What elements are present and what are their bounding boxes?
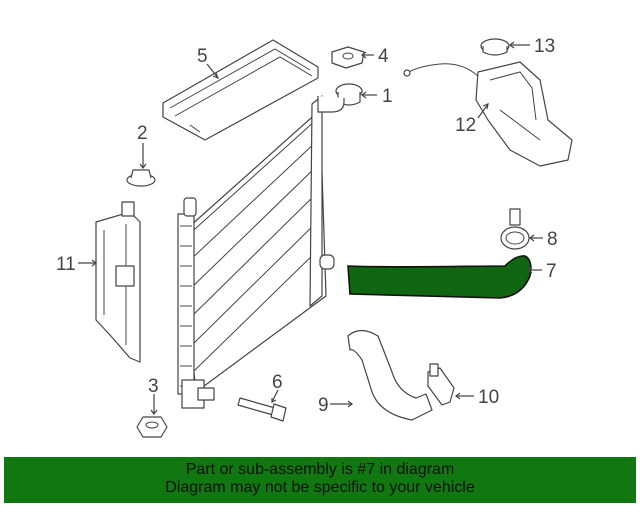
part-11-side-shroud[interactable] — [95, 201, 141, 363]
callout-labels: 1 2 3 4 5 6 7 8 9 10 11 12 13 — [56, 36, 558, 416]
parts-diagram: 1 2 3 4 5 6 7 8 9 10 11 12 13 — [56, 36, 573, 438]
part-8-clamp[interactable] — [500, 208, 530, 250]
callout-2: 2 — [137, 123, 148, 144]
callout-6: 6 — [272, 372, 283, 393]
part-2-isolator[interactable] — [126, 169, 156, 187]
part-10-connector[interactable] — [427, 363, 455, 406]
part-7-hose-highlighted[interactable] — [347, 255, 532, 299]
callout-9: 9 — [318, 395, 329, 416]
part-12-reservoir[interactable] — [403, 61, 573, 167]
banner-line-1: Part or sub-assembly is #7 in diagram — [185, 461, 455, 478]
callout-7: 7 — [546, 261, 557, 282]
part-4-mount[interactable] — [331, 46, 365, 69]
callout-10: 10 — [478, 387, 499, 408]
callout-5: 5 — [197, 46, 208, 67]
banner-line-2: Diagram may not be specific to your vehi… — [165, 479, 475, 496]
notice-banner: Part or sub-assembly is #7 in diagram Di… — [4, 457, 636, 503]
callout-1: 1 — [382, 86, 393, 107]
part-3-lower-isolator[interactable] — [136, 416, 168, 438]
callout-3: 3 — [148, 376, 159, 397]
radiator — [177, 95, 345, 409]
part-6-bolt[interactable] — [237, 397, 287, 422]
callout-13: 13 — [534, 36, 555, 57]
callout-12: 12 — [455, 115, 476, 136]
callout-leaders — [78, 41, 543, 415]
callout-8: 8 — [547, 229, 558, 250]
part-5-air-deflector[interactable] — [162, 39, 319, 141]
callout-4: 4 — [378, 46, 389, 67]
part-9-lower-hose[interactable] — [347, 329, 433, 421]
callout-11: 11 — [56, 254, 76, 275]
part-13-reservoir-cap[interactable] — [480, 38, 510, 56]
